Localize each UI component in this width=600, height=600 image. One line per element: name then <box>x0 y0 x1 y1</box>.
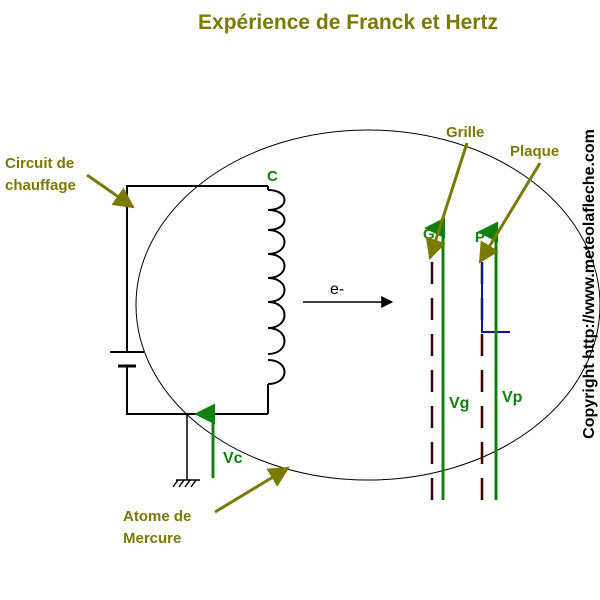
heating-circuit <box>126 185 269 415</box>
vc-label: Vc <box>223 450 243 467</box>
ground-symbol <box>172 414 200 488</box>
electron-label: e- <box>330 281 344 298</box>
atom-label-line1: Atome de <box>123 508 191 525</box>
grid-letter: G <box>423 226 435 243</box>
plaque-annotation-arrow <box>478 162 542 264</box>
battery-symbol <box>110 351 144 368</box>
cathode-label: C <box>267 168 278 185</box>
plaque-label: Plaque <box>510 143 559 160</box>
cathode-coil <box>267 189 286 385</box>
grille-label: Grille <box>446 124 484 141</box>
atom-label-line2: Mercure <box>123 530 181 547</box>
circuit-annotation-arrow <box>86 173 135 209</box>
vp-label: Vp <box>502 389 523 406</box>
atom-annotation-arrow <box>214 466 290 514</box>
tube-ellipse <box>135 129 600 481</box>
vg-label: Vg <box>449 395 469 412</box>
copyright-text: Copyright http://www.meteolafleche.com <box>581 129 598 439</box>
circuit-label-line2: chauffage <box>5 177 76 194</box>
plate-bracket <box>481 262 510 333</box>
plate-letter: P <box>475 229 485 246</box>
grille-annotation-arrow <box>425 142 469 260</box>
page-title: Expérience de Franck et Hertz <box>198 11 498 34</box>
circuit-label-line1: Circuit de <box>5 155 74 172</box>
